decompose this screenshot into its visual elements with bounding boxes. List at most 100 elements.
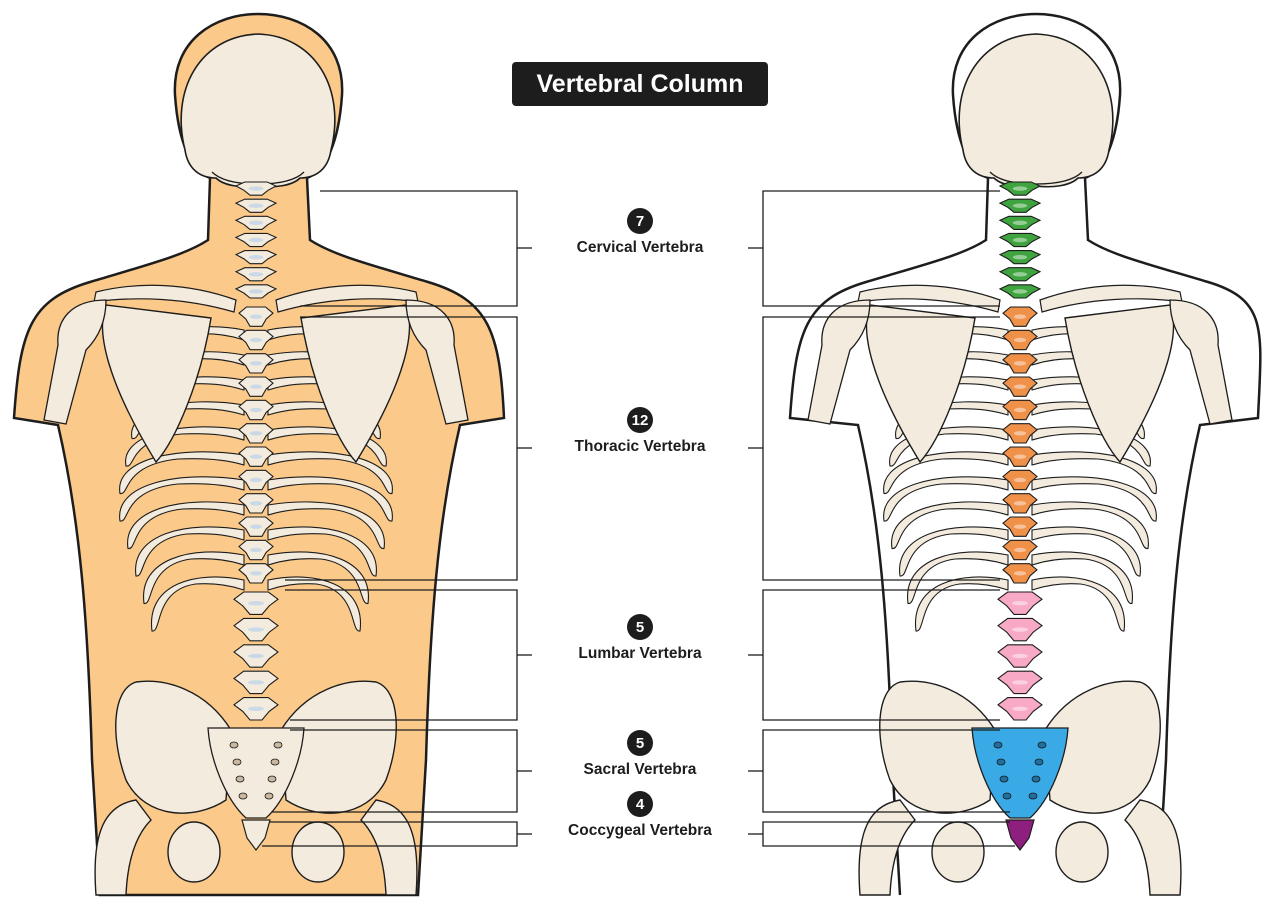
right-lumbar-vertebra-5	[997, 697, 1043, 721]
left-lumbar-disc-3	[248, 653, 264, 659]
right-sacral-foramen-r-3	[1031, 775, 1041, 783]
right-thoracic-vertebra-12	[1002, 563, 1038, 584]
left-cervical-disc-1	[248, 186, 264, 191]
right-lumbar-vertebra-4	[997, 670, 1043, 695]
right-thoracic-disc-2	[1013, 337, 1027, 343]
right-lumbar-disc-3	[1012, 653, 1028, 659]
right-thoracic-vertebra-1	[1002, 306, 1038, 327]
right-ischium-r	[1055, 821, 1109, 883]
left-sacral-foramen-l-3	[235, 775, 245, 783]
left-bracket-lumbar	[285, 589, 532, 721]
right-body-outline	[788, 12, 1262, 896]
right-cervical-disc-4	[1012, 237, 1028, 243]
label-text-lumbar: Lumbar Vertebra	[578, 645, 702, 662]
left-sacrum	[207, 727, 305, 819]
left-ilium-l	[115, 680, 232, 814]
left-cervical-disc-6	[248, 272, 264, 277]
right-thoracic-vertebra-4	[1002, 376, 1038, 397]
right-figure	[788, 12, 1262, 896]
left-rib-l-7	[119, 476, 245, 522]
right-bracket-sacral	[748, 729, 1010, 813]
left-rib-r-10	[267, 551, 369, 605]
right-clavicle-r	[1039, 284, 1183, 313]
right-rib-r-10	[1031, 551, 1133, 605]
right-cervical-vertebra-2	[998, 198, 1042, 213]
right-thoracic-disc-11	[1013, 547, 1027, 553]
right-cervical-vertebra-6	[998, 267, 1042, 282]
right-thoracic-disc-12	[1013, 571, 1027, 576]
left-rib-r-7	[267, 476, 393, 522]
count-badge-sacral: 5	[627, 730, 653, 756]
left-scapula-l	[101, 304, 212, 464]
right-lumbar-disc-1	[1012, 601, 1028, 606]
right-bracket-thoracic	[748, 316, 1000, 581]
left-rib-l-11	[151, 576, 245, 632]
right-sacral-foramen-l-3	[999, 775, 1009, 783]
right-lumbar-vertebra-2	[997, 617, 1043, 642]
right-scapula-r	[1064, 304, 1175, 464]
right-cervical-disc-6	[1012, 272, 1028, 277]
right-rib-l-8	[891, 501, 1009, 550]
left-rib-l-6	[119, 451, 245, 495]
right-lumbar-disc-2	[1012, 627, 1028, 632]
right-cervical-vertebra-3	[998, 215, 1042, 230]
left-thoracic-disc-7	[249, 454, 263, 459]
left-scapula-r	[300, 304, 411, 464]
count-badge-coccygeal: 4	[627, 791, 653, 817]
right-thoracic-vertebra-7	[1002, 446, 1038, 467]
region-brackets	[262, 190, 1015, 847]
left-thoracic-disc-4	[249, 384, 263, 389]
left-rib-l-10	[143, 551, 245, 605]
left-lumbar-disc-5	[248, 706, 264, 711]
right-rib-l-7	[883, 476, 1009, 522]
left-humerus-l	[43, 299, 107, 425]
right-rib-l-11	[915, 576, 1009, 632]
right-lumbar-vertebra-3	[997, 644, 1043, 668]
right-lumbar-disc-4	[1012, 680, 1028, 685]
right-thoracic-disc-3	[1013, 361, 1027, 366]
left-thoracic-disc-1	[249, 314, 263, 319]
left-sacral-foramen-r-4	[264, 792, 274, 800]
left-rib-r-8	[267, 501, 385, 550]
left-clavicle-l	[93, 284, 237, 313]
label-cervical: 7 Cervical Vertebra	[530, 208, 750, 257]
right-femur-r	[1124, 799, 1182, 896]
left-thoracic-disc-11	[249, 547, 263, 553]
left-thoracic-disc-12	[249, 571, 263, 576]
right-clavicle-l	[857, 284, 1001, 313]
left-sacral-foramen-r-3	[267, 775, 277, 783]
right-cervical-disc-7	[1012, 289, 1028, 294]
right-cervical-disc-3	[1012, 220, 1028, 226]
left-thoracic-disc-9	[249, 501, 263, 506]
label-text-thoracic: Thoracic Vertebra	[574, 438, 706, 455]
left-thoracic-disc-10	[249, 524, 263, 529]
right-thoracic-disc-8	[1013, 477, 1027, 483]
right-skull	[958, 33, 1114, 188]
right-rib-l-6	[883, 451, 1009, 495]
right-cervical-disc-1	[1012, 186, 1028, 191]
left-femur-r	[360, 799, 418, 896]
right-humerus-l	[807, 299, 871, 425]
right-cervical-vertebra-4	[998, 232, 1042, 248]
right-sacral-foramen-l-1	[993, 741, 1003, 749]
right-thoracic-vertebra-3	[1002, 353, 1038, 374]
left-ischium-r	[291, 821, 345, 883]
right-coccyx	[1005, 819, 1035, 851]
right-thoracic-vertebra-5	[1002, 399, 1038, 421]
left-rib-r-6	[267, 451, 393, 495]
right-thoracic-disc-9	[1013, 501, 1027, 506]
left-thoracic-disc-6	[249, 431, 263, 436]
right-thoracic-vertebra-2	[1002, 329, 1038, 351]
right-thoracic-disc-5	[1013, 407, 1027, 413]
right-rib-l-9	[899, 526, 1009, 577]
right-ilium-r	[1044, 680, 1161, 814]
right-cervical-disc-5	[1012, 254, 1028, 260]
label-sacral: 5 Sacral Vertebra	[530, 730, 750, 779]
right-thoracic-disc-4	[1013, 384, 1027, 389]
right-sacral-foramen-l-2	[996, 758, 1006, 766]
left-rib-l-9	[135, 526, 245, 577]
right-sacral-foramen-r-1	[1037, 741, 1047, 749]
left-ischium-l	[167, 821, 221, 883]
right-bracket-coccygeal	[748, 821, 1015, 847]
right-cervical-vertebra-5	[998, 250, 1042, 265]
